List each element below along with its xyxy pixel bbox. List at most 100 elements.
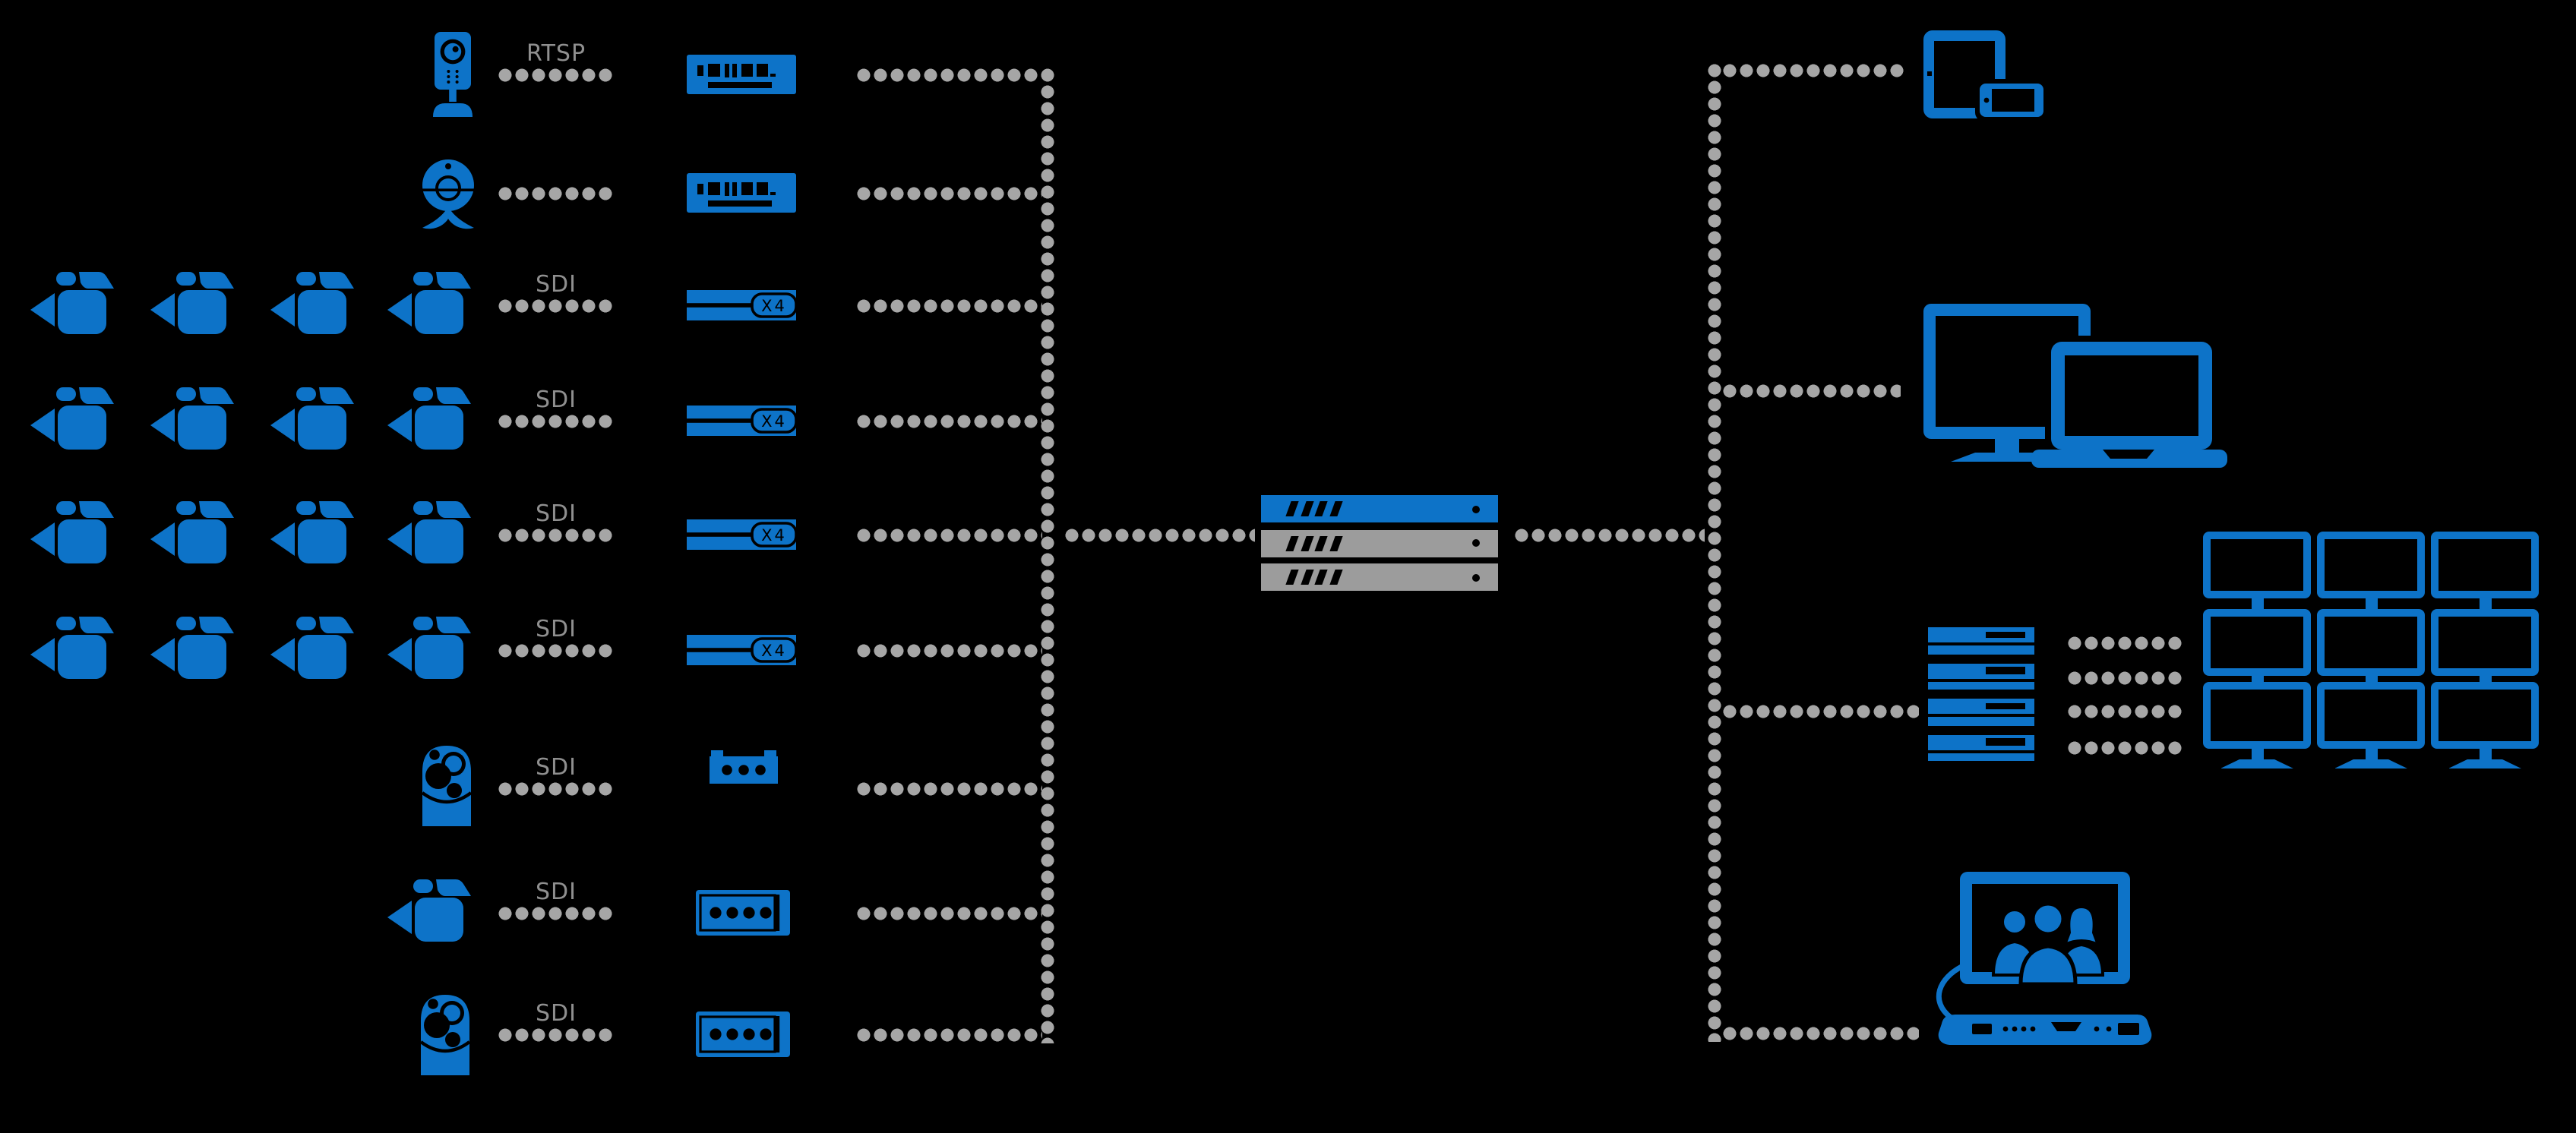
power-led	[1472, 573, 1480, 581]
video-encoder-icon	[687, 55, 796, 94]
video-camera-icon	[270, 386, 359, 456]
dotted-link	[855, 185, 1042, 201]
dotted-link	[497, 526, 615, 543]
video-camera-icon	[270, 270, 359, 340]
sdi-converter-4port-icon	[696, 890, 790, 936]
dotted-link	[855, 412, 1042, 429]
left-trunk-dotted-line	[1038, 66, 1055, 1043]
dotted-link	[855, 1026, 1042, 1043]
server-to-trunk-link	[1513, 526, 1705, 543]
decoder-to-wall-link	[2066, 670, 2183, 686]
dotted-link	[855, 904, 1042, 921]
wall-monitor	[2317, 532, 2425, 598]
video-camera-icon	[150, 386, 239, 456]
encoder-x4-icon	[687, 406, 801, 436]
branch-to-decoders	[1721, 702, 1919, 719]
sdi-converter-3port-icon	[710, 750, 778, 784]
video-camera-icon	[30, 386, 119, 456]
video-camera-icon	[150, 615, 239, 685]
tablet-phone-icon	[1923, 30, 2048, 122]
video-wall	[2203, 529, 2542, 772]
wall-monitor	[2203, 682, 2311, 749]
dotted-link	[497, 642, 615, 658]
decoder-to-wall-link	[2066, 739, 2183, 756]
vent-stripes	[1285, 535, 1342, 551]
dotted-link	[855, 66, 1042, 83]
dotted-link	[497, 1026, 615, 1043]
dotted-link	[497, 780, 615, 797]
wall-monitor	[2431, 609, 2539, 676]
video-camera-icon	[150, 270, 239, 340]
encoder-x4-icon	[687, 519, 801, 550]
protocol-label: RTSP	[526, 39, 586, 67]
dotted-link	[497, 412, 615, 429]
dotted-link	[855, 780, 1042, 797]
video-camera-icon	[387, 500, 476, 570]
branch-to-video-conference	[1721, 1024, 1919, 1041]
monitor-laptop-icon	[1923, 304, 2227, 468]
wall-monitor-neck	[2251, 749, 2263, 761]
dotted-link	[497, 297, 615, 314]
wall-monitor-neck	[2479, 676, 2491, 682]
wall-monitor-neck	[2365, 676, 2377, 682]
video-camera-icon	[30, 615, 119, 685]
wall-monitor-neck	[2479, 749, 2491, 761]
protocol-label: SDI	[536, 386, 577, 413]
dotted-link	[497, 185, 615, 201]
wall-monitor-neck	[2479, 598, 2491, 609]
protocol-label: SDI	[536, 753, 577, 781]
video-camera-icon	[30, 270, 119, 340]
ip-camera-icon	[430, 32, 476, 117]
dotted-link	[497, 66, 615, 83]
video-camera-icon	[387, 615, 476, 685]
dome-camera-icon	[416, 990, 474, 1075]
branch-to-desktop	[1721, 382, 1901, 399]
wall-monitor-neck	[2251, 676, 2263, 682]
video-camera-icon	[270, 500, 359, 570]
wall-monitor-neck	[2251, 598, 2263, 609]
video-camera-icon	[270, 615, 359, 685]
protocol-label: SDI	[536, 270, 577, 298]
dotted-link	[855, 526, 1042, 543]
power-led	[1472, 539, 1480, 547]
decoder-to-wall-link	[2066, 634, 2183, 651]
wall-monitor	[2431, 682, 2539, 749]
protocol-label: SDI	[536, 615, 577, 642]
wall-monitor-base	[2448, 759, 2521, 768]
video-conference-icon	[1917, 857, 2160, 1057]
wall-monitor	[2431, 532, 2539, 598]
video-camera-icon	[387, 270, 476, 340]
decoder-stack	[1928, 627, 2034, 762]
vent-stripes	[1285, 501, 1342, 516]
server-unit-1	[1261, 495, 1498, 522]
sdi-converter-4port-icon	[696, 1011, 790, 1057]
dome-camera-icon	[418, 741, 476, 826]
protocol-label: SDI	[536, 999, 577, 1027]
right-trunk-dotted-line	[1705, 62, 1722, 1041]
wall-monitor	[2203, 609, 2311, 676]
wall-monitor-base	[2334, 759, 2407, 768]
vent-stripes	[1285, 570, 1342, 585]
wall-monitor	[2317, 682, 2425, 749]
video-encoder-icon	[687, 173, 796, 213]
wall-monitor	[2203, 532, 2311, 598]
wall-monitor-base	[2220, 759, 2293, 768]
dotted-link	[855, 297, 1042, 314]
wall-monitor-neck	[2365, 749, 2377, 761]
encoder-x4-icon	[687, 635, 801, 665]
video-camera-icon	[387, 386, 476, 456]
branch-to-mobile	[1721, 62, 1907, 78]
dotted-link	[497, 904, 615, 921]
video-camera-icon	[150, 500, 239, 570]
protocol-label: SDI	[536, 500, 577, 527]
dotted-link	[855, 642, 1042, 658]
webcam-icon	[419, 156, 477, 232]
server-unit-2	[1261, 529, 1498, 557]
server-unit-3	[1261, 563, 1498, 591]
wall-monitor-neck	[2365, 598, 2377, 609]
encoder-x4-icon	[687, 290, 801, 320]
power-led	[1472, 505, 1480, 513]
video-camera-icon	[387, 878, 476, 948]
video-camera-icon	[30, 500, 119, 570]
